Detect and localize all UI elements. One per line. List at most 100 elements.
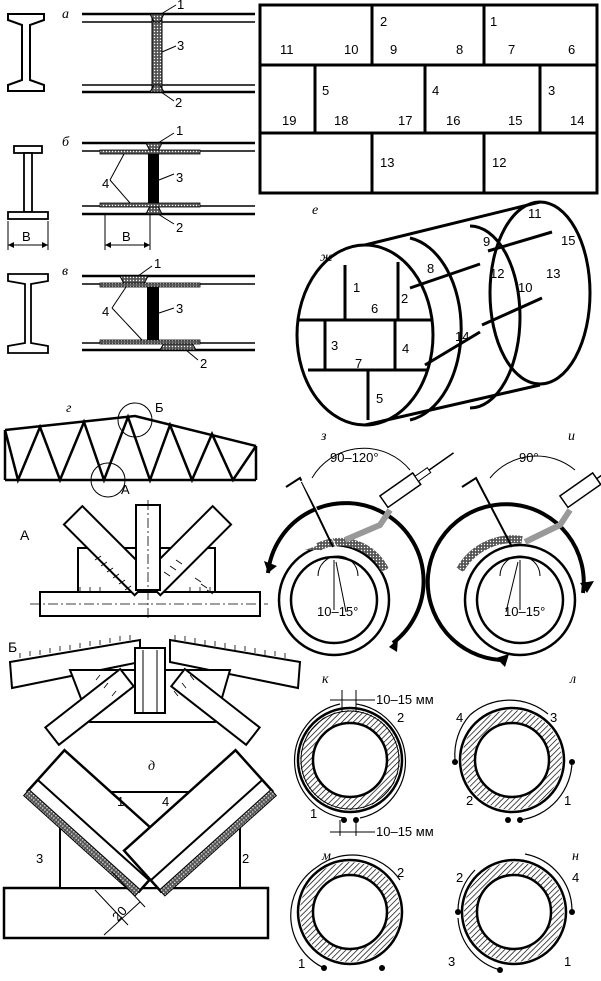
- label-l-3: 3: [550, 710, 557, 725]
- node-a-label: А: [20, 527, 30, 543]
- side-13: 13: [546, 266, 560, 281]
- face-1: 1: [353, 280, 360, 295]
- label-k-1: 1: [310, 806, 317, 821]
- seam-6: 6: [568, 42, 575, 57]
- label-n-2: 2: [456, 870, 463, 885]
- panel-letter-v: в: [62, 264, 68, 279]
- label-l-1: 1: [564, 793, 571, 808]
- side-10: 10: [518, 280, 532, 295]
- panel-g-truss: г Б А: [3, 400, 258, 498]
- node-a-detail: А: [20, 500, 268, 620]
- panel-letter-zh: ж: [320, 250, 333, 265]
- panel-letter-d: д: [148, 759, 155, 774]
- label-d-3: 3: [36, 851, 43, 866]
- beam-side-view-a: [82, 12, 255, 94]
- side-12: 12: [490, 266, 504, 281]
- seam-15: 15: [508, 113, 522, 128]
- seam-10: 10: [344, 42, 358, 57]
- panel-m: м 2 1: [290, 849, 404, 971]
- panel-letter-g: г: [66, 401, 72, 416]
- side-14: 14: [455, 329, 469, 344]
- label-l-2: 2: [466, 793, 473, 808]
- truss-node-a-circle: [90, 462, 126, 498]
- label-n-3: 3: [448, 954, 455, 969]
- label-v-4: 4: [102, 304, 109, 319]
- label-d-1: 1: [117, 794, 124, 809]
- label-l-4: 4: [456, 710, 463, 725]
- label-v-1: 1: [154, 256, 161, 271]
- node-b-detail: Б: [8, 635, 302, 747]
- face-4: 4: [402, 341, 409, 356]
- seam-11: 11: [280, 42, 294, 57]
- label-d-4: 4: [162, 794, 169, 809]
- label-m-2: 2: [397, 865, 404, 880]
- side-11: 11: [528, 206, 542, 221]
- angle-i-top: 90°: [519, 450, 539, 465]
- panel-zh: ж 1 6 2 3 7 4 5 8 9 1: [295, 200, 592, 427]
- brick-3: 3: [548, 83, 555, 98]
- panel-b: В б 1 4 3 2 В: [7, 123, 255, 250]
- dim-b-section: В: [22, 229, 31, 244]
- face-3: 3: [331, 338, 338, 353]
- label-b-1: 1: [176, 123, 183, 138]
- brick-5: 5: [322, 83, 329, 98]
- label-m-1: 1: [298, 956, 305, 971]
- truss-node-b: Б: [155, 400, 164, 415]
- gap-k-bottom: 10–15 мм: [376, 824, 434, 839]
- brick-12: 12: [492, 155, 506, 170]
- label-v-3: 3: [176, 301, 183, 316]
- label-b-4: 4: [102, 176, 109, 191]
- angle-z-top: 90–120°: [330, 450, 379, 465]
- angle-z-bottom: 10–15°: [317, 604, 358, 619]
- panel-letter-i: и: [568, 429, 575, 444]
- face-2: 2: [401, 291, 408, 306]
- gap-k-top: 10–15 мм: [376, 692, 434, 707]
- seam-16: 16: [446, 113, 460, 128]
- panel-letter-m: м: [321, 849, 331, 864]
- panel-a: а 1 3 2: [7, 0, 255, 110]
- seam-14: 14: [570, 113, 584, 128]
- panel-d: д 1 4 3 2 20: [2, 748, 278, 940]
- dim-b-side: В: [122, 229, 131, 244]
- panel-letter-a: а: [62, 7, 69, 22]
- i-beam-section-v: [7, 273, 49, 354]
- side-9: 9: [483, 234, 490, 249]
- seam-19: 19: [282, 113, 296, 128]
- label-b-2: 2: [176, 220, 183, 235]
- panel-k: к 10–15 мм 10–15 мм 2 1: [293, 672, 434, 839]
- seam-9: 9: [390, 42, 397, 57]
- seam-8: 8: [456, 42, 463, 57]
- panel-letter-e: е: [312, 203, 318, 218]
- panel-letter-l: л: [569, 672, 576, 687]
- brick-2: 2: [380, 14, 387, 29]
- side-15: 15: [561, 233, 575, 248]
- panel-z: з 90–120° 10–15°: [264, 429, 454, 657]
- label-d-2: 2: [242, 851, 249, 866]
- brick-1: 1: [490, 14, 497, 29]
- label-v-2: 2: [200, 356, 207, 371]
- label-k-2: 2: [397, 710, 404, 725]
- seam-7: 7: [508, 42, 515, 57]
- face-5: 5: [376, 391, 383, 406]
- label-b-3: 3: [176, 170, 183, 185]
- truss-node-b-circle: [117, 402, 153, 438]
- label-a-2: 2: [175, 95, 182, 110]
- panel-v: в 1 4 3 2: [7, 256, 255, 371]
- panel-n: н 2 4 3 1: [448, 849, 579, 973]
- panel-i: и 90° 10–15°: [425, 429, 601, 667]
- label-n-1: 1: [564, 954, 571, 969]
- beam-side-view-v: [82, 274, 255, 352]
- face-7: 7: [355, 356, 362, 371]
- label-a-1: 1: [177, 0, 184, 12]
- seam-18: 18: [334, 113, 348, 128]
- panel-letter-z: з: [320, 429, 327, 444]
- panel-letter-n: н: [572, 849, 579, 864]
- label-a-3: 3: [177, 38, 184, 53]
- node-b-label: Б: [8, 639, 17, 655]
- seam-17: 17: [398, 113, 412, 128]
- label-n-4: 4: [572, 870, 579, 885]
- panel-e: 2 1 11 10 9 8 7 6 5 4 3 19 18 17 16 15 1…: [258, 3, 599, 218]
- panel-letter-b: б: [62, 135, 70, 150]
- side-8: 8: [427, 261, 434, 276]
